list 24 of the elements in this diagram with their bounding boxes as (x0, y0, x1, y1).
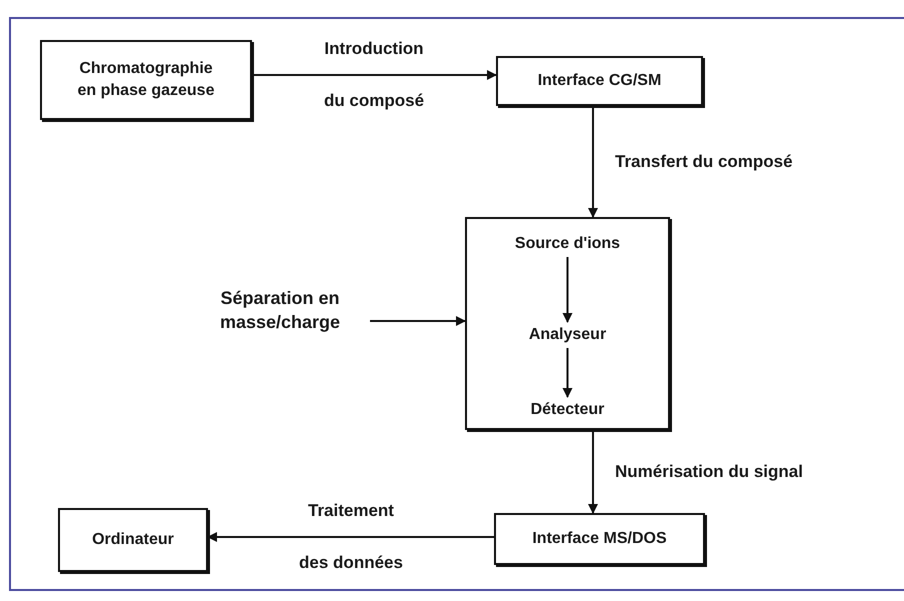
arrow (588, 106, 598, 218)
arrow (562, 257, 572, 323)
arrow (207, 532, 494, 542)
component-label: Analyseur (528, 325, 606, 346)
box-label: Interface MS/DOS (532, 529, 667, 550)
component-label: Détecteur (530, 400, 604, 420)
edge-label: Introduction du composé (322, 38, 426, 112)
box-label: Interface CG/SM (538, 71, 662, 92)
output-box (58, 508, 208, 572)
box-label: Ordinateur (92, 530, 174, 550)
box-label: Chromatographie en phase gazeuse (76, 59, 216, 101)
arrow (588, 430, 598, 514)
arrow (252, 70, 497, 80)
arrow (562, 348, 572, 398)
component-label: Source d'ions (514, 234, 620, 254)
edge-label: Traitement des données (298, 500, 404, 574)
source-box (40, 40, 252, 120)
instrument-box (465, 217, 670, 430)
process-box (494, 513, 705, 565)
arrow (370, 316, 466, 326)
edge-label: Transfert du composé (615, 150, 794, 172)
process-box (496, 56, 703, 106)
edge-label: Numérisation du signal (615, 460, 804, 483)
process-label: Séparation en masse/charge (218, 286, 342, 334)
